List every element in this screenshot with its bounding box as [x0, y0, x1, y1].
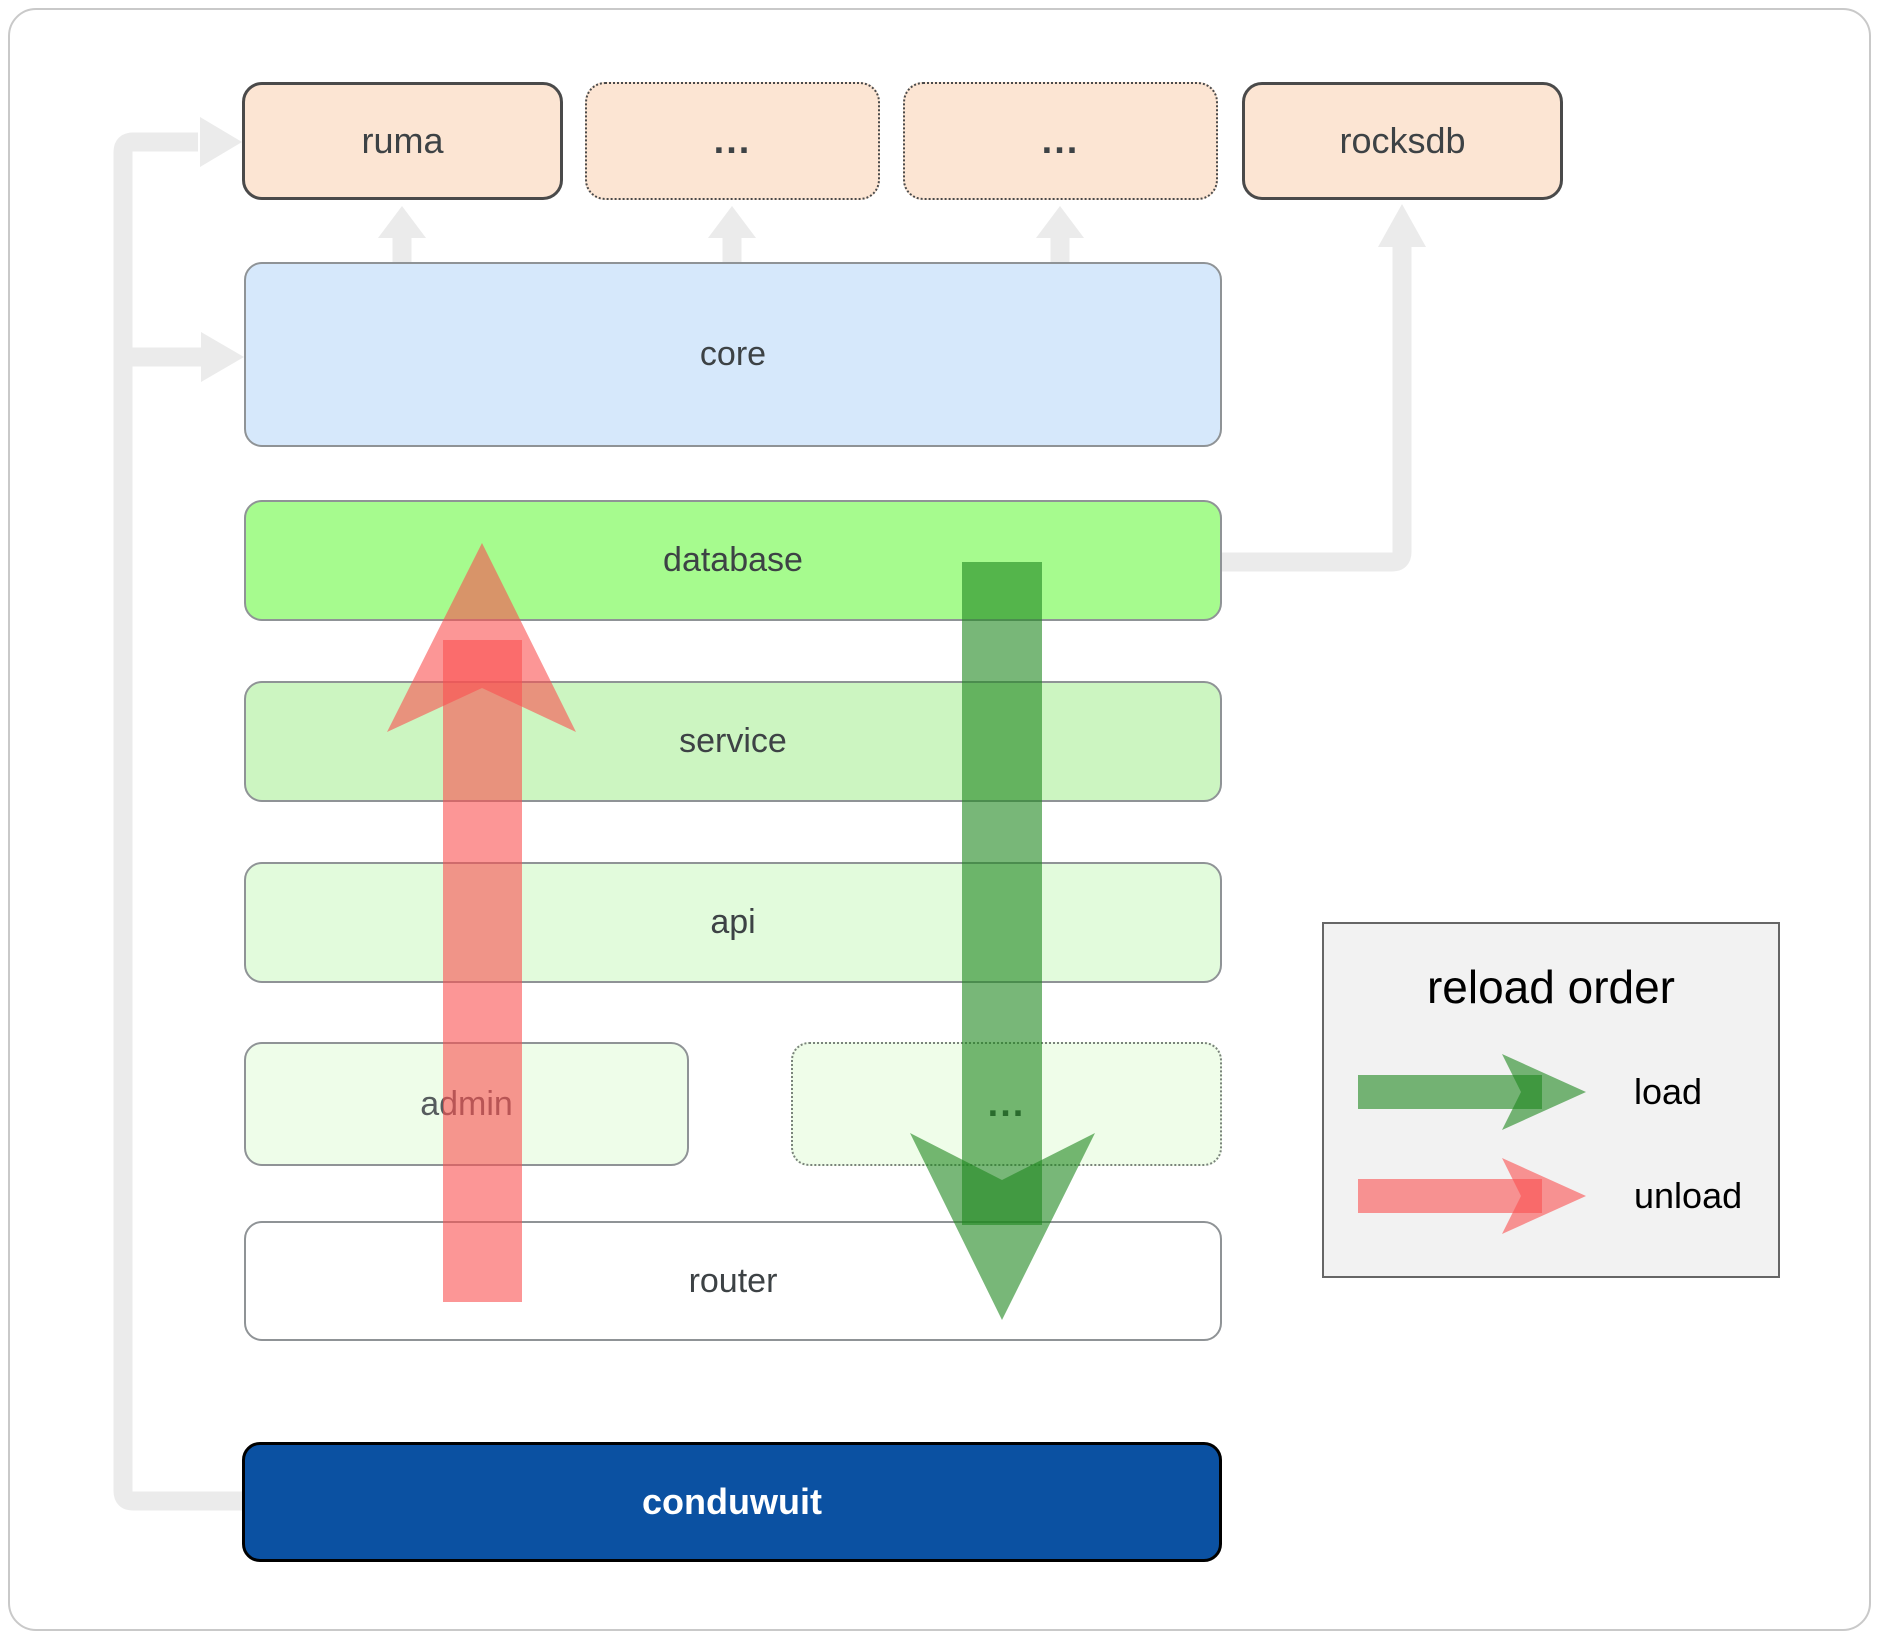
- node-ellipsis-2-label: ...: [1041, 119, 1080, 162]
- legend-title: reload order: [1426, 961, 1676, 1013]
- node-core-label: core: [699, 335, 767, 373]
- node-ellipsis-1: ...: [585, 82, 880, 200]
- legend-item-load: load: [1324, 1052, 1778, 1132]
- node-ruma: ruma: [242, 82, 563, 200]
- legend-load-label: load: [1634, 1071, 1703, 1112]
- node-conduwuit-label: conduwuit: [642, 1481, 822, 1522]
- legend: reload order load unload: [1322, 922, 1780, 1278]
- legend-unload-label: unload: [1634, 1175, 1743, 1216]
- diagram-border: [8, 8, 1871, 1631]
- node-core: core: [244, 262, 1222, 447]
- node-database: database: [244, 500, 1222, 621]
- node-router: router: [244, 1221, 1222, 1341]
- node-ellipsis-3-label: ...: [987, 1082, 1026, 1125]
- node-service: service: [244, 681, 1222, 802]
- node-admin: admin: [244, 1042, 689, 1166]
- node-ruma-label: ruma: [361, 120, 444, 161]
- node-ellipsis-1-label: ...: [713, 119, 752, 162]
- node-api-label: api: [710, 903, 756, 941]
- node-rocksdb-label: rocksdb: [1339, 120, 1466, 161]
- node-admin-label: admin: [420, 1084, 513, 1123]
- node-service-label: service: [679, 722, 787, 760]
- node-router-label: router: [688, 1261, 778, 1300]
- node-ellipsis-2: ...: [903, 82, 1218, 200]
- node-conduwuit: conduwuit: [242, 1442, 1222, 1562]
- unload-arrow-icon: [1358, 1158, 1586, 1234]
- load-arrow-icon: [1358, 1054, 1586, 1130]
- node-rocksdb: rocksdb: [1242, 82, 1563, 200]
- node-database-label: database: [663, 541, 803, 579]
- node-ellipsis-3: ...: [791, 1042, 1222, 1166]
- legend-item-unload: unload: [1324, 1156, 1778, 1236]
- node-api: api: [244, 862, 1222, 983]
